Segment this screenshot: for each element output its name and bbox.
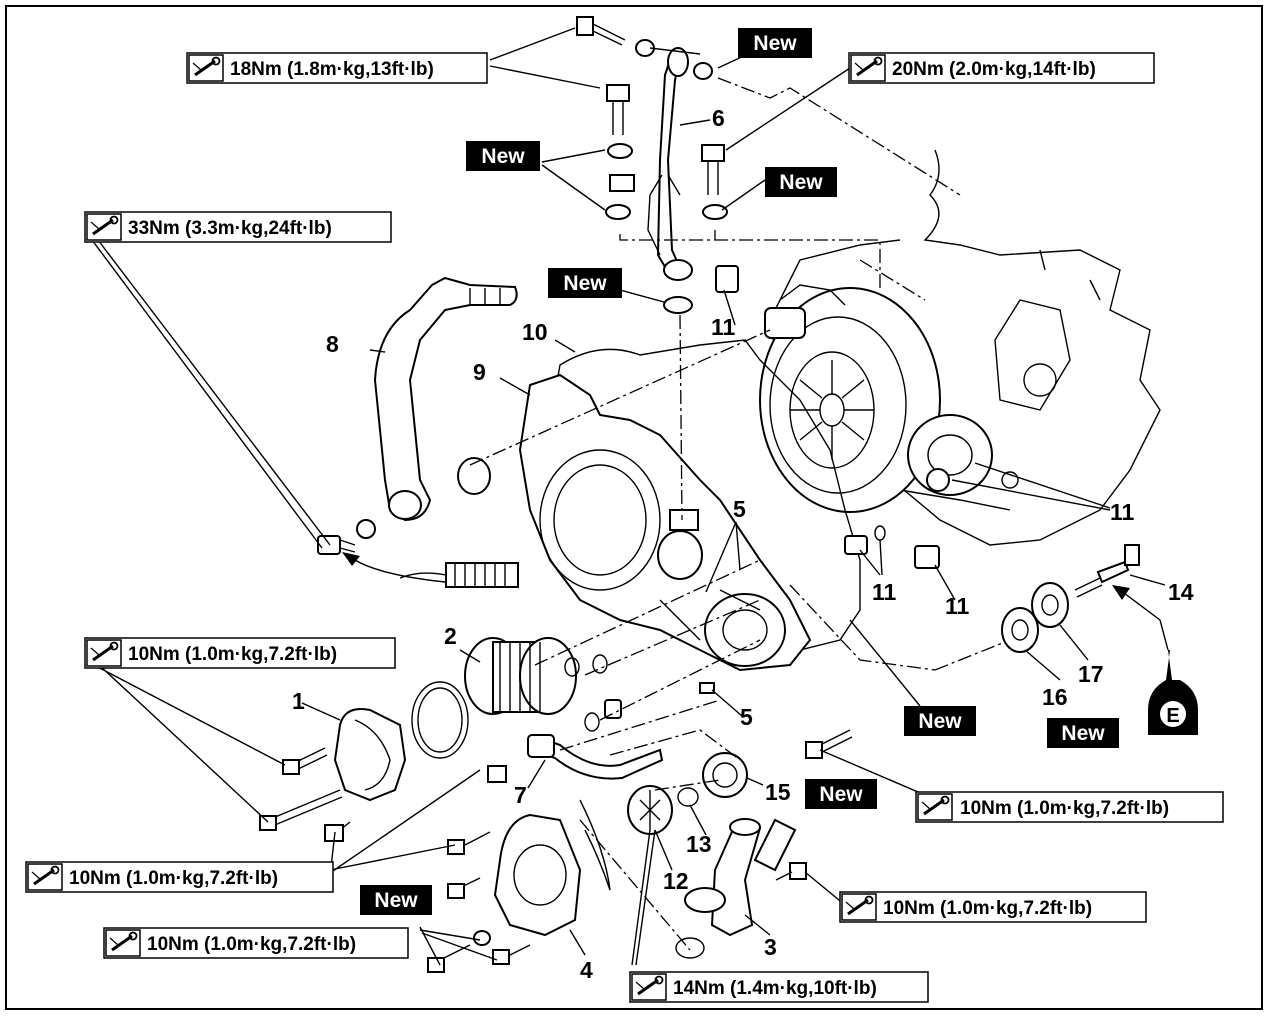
part-label-10: 10 <box>522 319 548 345</box>
new-tag: New <box>819 783 863 806</box>
wrench-icon <box>916 792 954 822</box>
leader-lines <box>91 27 1166 966</box>
shaft-bolt <box>1074 544 1140 598</box>
spline-arrow <box>342 552 519 588</box>
torque-spec-18nm: 18Nm (1.8m·kg,13ft·lb) <box>186 52 488 84</box>
oil-filter-cover <box>333 708 407 802</box>
lubricant-bottle-icon <box>1112 585 1198 735</box>
part-label-8: 8 <box>326 331 339 357</box>
torque-text: 14Nm (1.4m·kg,10ft·lb) <box>673 978 877 999</box>
new-tag: New <box>374 889 418 912</box>
torque-spec-10nm-bottom: 10Nm (1.0m·kg,7.2ft·lb) <box>103 927 409 959</box>
bolt <box>789 862 807 880</box>
new-tag: New <box>563 272 607 295</box>
wrench-icon <box>840 892 878 922</box>
bolt <box>487 765 507 783</box>
bearings <box>1001 582 1069 653</box>
union-bolts <box>576 16 725 195</box>
water-pump-cover <box>493 799 611 937</box>
part-label-11d: 11 <box>945 593 970 619</box>
new-tag: New <box>753 32 797 55</box>
part-label-3: 3 <box>764 934 777 960</box>
kick-lever-bolt <box>317 535 341 555</box>
clutch-assembly <box>759 284 941 513</box>
part-label-11c: 11 <box>872 579 897 605</box>
part-label-1: 1 <box>292 688 305 714</box>
kickstarter-gear <box>907 414 993 496</box>
crankcase-cover <box>518 373 812 672</box>
alignment-lines <box>469 77 1006 951</box>
diagram-frame <box>5 5 1263 1010</box>
torque-text: 10Nm (1.0m·kg,7.2ft·lb) <box>128 644 337 665</box>
part-label-11b: 11 <box>1110 499 1135 525</box>
wrench-icon <box>26 862 64 892</box>
part-label-15: 15 <box>765 779 791 805</box>
cover-bolt <box>819 729 853 753</box>
bolt-thread <box>775 871 793 881</box>
torque-spec-20nm: 20Nm (2.0m·kg,14ft·lb) <box>848 52 1155 84</box>
part-label-7: 7 <box>514 782 527 808</box>
torque-spec-10nm-right: 10Nm (1.0m·kg,7.2ft·lb) <box>915 791 1224 823</box>
oil-seal <box>457 457 491 495</box>
kick-lever-bolt-thread <box>339 539 356 553</box>
torque-text: 10Nm (1.0m·kg,7.2ft·lb) <box>883 898 1092 919</box>
part-label-13: 13 <box>686 831 712 857</box>
new-tag: New <box>1061 722 1105 745</box>
torque-text: 18Nm (1.8m·kg,13ft·lb) <box>230 59 434 80</box>
part-number-labels: 1 2 3 4 5 5 6 7 8 9 10 11 11 11 11 12 13… <box>292 105 1194 983</box>
lubricant-symbol: E <box>1166 705 1179 727</box>
impeller <box>627 785 673 835</box>
torque-text: 10Nm (1.0m·kg,7.2ft·lb) <box>960 798 1169 819</box>
kickstarter-lever <box>373 276 518 522</box>
bearing <box>702 752 748 798</box>
torque-text: 10Nm (1.0m·kg,7.2ft·lb) <box>69 868 278 889</box>
part-label-2: 2 <box>444 623 457 649</box>
cover-bolts <box>259 747 351 842</box>
part-label-12: 12 <box>663 868 689 894</box>
wrench-icon <box>85 212 123 242</box>
part-label-14: 14 <box>1168 579 1194 605</box>
wrench-icon <box>187 53 225 83</box>
new-tag: New <box>481 145 525 168</box>
torque-text: 10Nm (1.0m·kg,7.2ft·lb) <box>147 934 356 955</box>
dowel-pins <box>715 265 950 569</box>
part-label-16: 16 <box>1042 684 1068 710</box>
new-tag: New <box>918 710 962 733</box>
wrench-icon <box>849 53 887 83</box>
torque-spec-10nm-left: 10Nm (1.0m·kg,7.2ft·lb) <box>84 637 396 669</box>
wrench-icon <box>85 638 123 668</box>
new-tags: New New New New New New New New <box>360 28 1119 915</box>
wrench-icon <box>104 928 142 958</box>
oil-filter <box>464 637 577 715</box>
part-label-11a: 11 <box>711 314 736 340</box>
hose <box>527 734 664 780</box>
part-label-9: 9 <box>473 359 486 385</box>
o-ring <box>411 681 469 759</box>
o-ring <box>675 937 705 959</box>
o-rings-and-dowels <box>564 654 715 807</box>
wrench-icon <box>630 972 668 1002</box>
cover-bolt-head <box>805 741 823 759</box>
water-pipe <box>684 818 797 937</box>
part-label-4: 4 <box>580 957 593 983</box>
washer <box>356 519 376 539</box>
torque-spec-10nm-lower-left: 10Nm (1.0m·kg,7.2ft·lb) <box>25 861 334 893</box>
new-tag: New <box>779 171 823 194</box>
part-label-6: 6 <box>712 105 725 131</box>
oil-delivery-pipe <box>609 47 693 281</box>
torque-spec-10nm-pipe: 10Nm (1.0m·kg,7.2ft·lb) <box>839 891 1147 923</box>
torque-spec-33nm: 33Nm (3.3m·kg,24ft·lb) <box>84 211 392 243</box>
torque-text: 20Nm (2.0m·kg,14ft·lb) <box>892 59 1096 80</box>
part-label-17: 17 <box>1078 661 1104 687</box>
o-ring-inner <box>417 687 463 753</box>
torque-text: 33Nm (3.3m·kg,24ft·lb) <box>128 218 332 239</box>
part-label-5a: 5 <box>733 496 746 522</box>
part-label-5b: 5 <box>740 704 753 730</box>
torque-spec-14nm: 14Nm (1.4m·kg,10ft·lb) <box>629 971 929 1003</box>
